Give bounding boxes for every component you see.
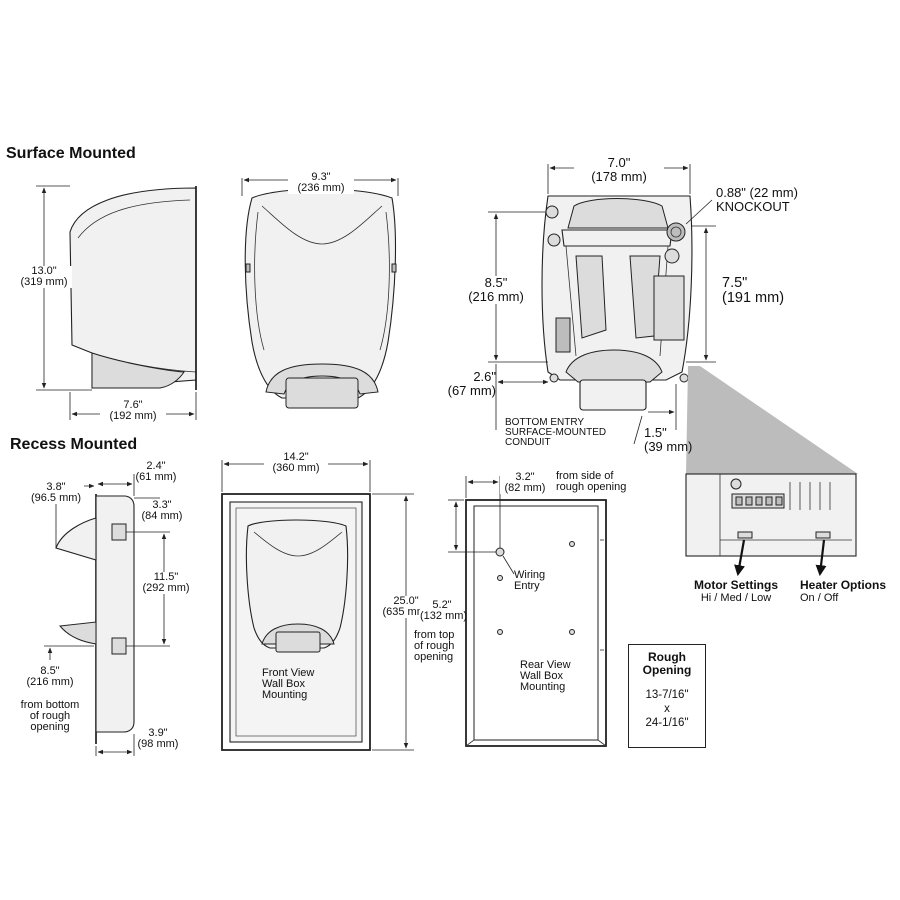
recess-front-dimensions	[221, 460, 414, 751]
surface-side-view	[69, 186, 197, 390]
bottom-offset-label: 8.5" (216 mm)	[26, 665, 74, 688]
back-view	[541, 195, 693, 411]
rear-view-label: Rear View Wall Box Mounting	[520, 659, 571, 693]
rough-opening-box: Rough Opening 13-7/16" x 24-1/16"	[628, 644, 706, 748]
surface-front-view	[244, 188, 397, 409]
box-depth-label: 3.9" (98 mm)	[137, 727, 179, 750]
front-width-label: 9.3" (236 mm)	[288, 172, 354, 194]
top-offset-label: 3.3" (84 mm)	[141, 499, 183, 522]
knockout-label: 0.88" (22 mm) KNOCKOUT	[716, 185, 798, 214]
back-bottom-right-label: 1.5" (39 mm)	[644, 425, 693, 454]
zoom-callout	[685, 366, 858, 577]
top-offset2-label: 5.2" (132 mm)	[420, 599, 468, 622]
recess-mounted-title: Recess Mounted	[10, 436, 138, 453]
bottom-note: from bottom of rough opening	[20, 699, 80, 733]
conduit-label: BOTTOM ENTRY SURFACE-MOUNTED CONDUIT	[505, 417, 607, 448]
flange-label: 2.4" (61 mm)	[135, 460, 177, 483]
recess-front-view	[221, 493, 371, 751]
wiring-entry-label: Wiring Entry	[514, 569, 546, 592]
heater-options-label: Heater Options On / Off	[800, 578, 887, 604]
side-height-label: 13.0" (319 mm)	[16, 266, 72, 288]
recess-depth-label: 3.8" (96.5 mm)	[28, 482, 84, 504]
surface-mounted-title: Surface Mounted	[6, 145, 136, 162]
recess-side-view	[55, 494, 135, 744]
bracket-span-label: 11.5" (292 mm)	[136, 572, 196, 594]
back-width-label: 7.0" (178 mm)	[574, 156, 664, 184]
back-right-height-label: 7.5" (191 mm)	[722, 276, 812, 306]
recess-side-dimensions	[44, 474, 170, 756]
front-view-label: Front View Wall Box Mounting	[262, 667, 315, 701]
side-depth-label: 7.6" (192 mm)	[100, 400, 166, 422]
recess-rear-view	[465, 499, 607, 747]
side-offset-label: 3.2" (82 mm)	[500, 472, 550, 494]
top-note: from top of rough opening	[414, 629, 455, 663]
motor-settings-label: Motor Settings Hi / Med / Low	[694, 578, 778, 604]
back-bottom-left-label: 2.6" (67 mm)	[447, 369, 496, 398]
side-offset-note: from side of rough opening	[556, 470, 627, 493]
box-width-label: 14.2" (360 mm)	[264, 452, 328, 474]
back-left-height-label: 8.5" (216 mm)	[460, 276, 532, 304]
